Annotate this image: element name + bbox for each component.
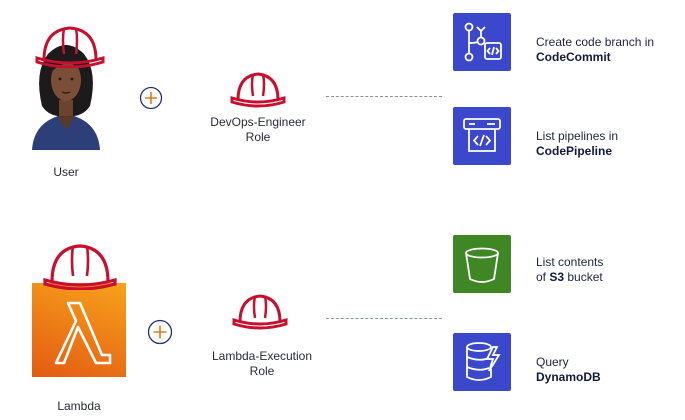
actor-label-user: User	[53, 165, 79, 179]
actor-label-lambda: Lambda	[57, 399, 101, 413]
plus-icon-user	[139, 86, 163, 115]
dashed-connector-row1	[326, 96, 442, 97]
role-label-devops: DevOps-Engineer Role	[200, 115, 316, 145]
codecommit-name: CodeCommit	[536, 50, 611, 64]
dynamodb-line1: Query	[536, 355, 569, 369]
dynamodb-name: DynamoDB	[536, 370, 601, 384]
dashed-connector-row2	[326, 318, 442, 319]
role-label-devops-line1: DevOps-Engineer	[210, 115, 306, 129]
lambda-tile	[32, 283, 126, 377]
user-hard-hat-icon	[34, 22, 106, 73]
devops-engineer-role-hat-icon	[230, 68, 286, 113]
s3-bucket-icon	[465, 247, 499, 283]
s3-line1: List contents	[536, 255, 604, 269]
codepipeline-tile	[453, 107, 511, 165]
s3-text: List contents of S3 bucket	[536, 255, 676, 285]
codecommit-icon	[464, 22, 502, 62]
lambda-icon	[54, 301, 112, 365]
codepipeline-line1: List pipelines in	[536, 129, 619, 143]
lambda-hard-hat-icon	[42, 240, 118, 295]
codecommit-line1: Create code branch in	[536, 35, 655, 49]
dynamodb-tile	[453, 333, 511, 391]
codepipeline-icon	[463, 118, 501, 152]
role-label-devops-line2: Role	[245, 130, 271, 144]
plus-icon-lambda	[147, 319, 173, 350]
codepipeline-text: List pipelines in CodePipeline	[536, 129, 676, 159]
dynamodb-text: Query DynamoDB	[536, 355, 676, 385]
s3-suffix: bucket	[564, 270, 603, 284]
s3-prefix: of	[536, 270, 550, 284]
role-label-lambda-line1: Lambda-Execution	[211, 349, 313, 363]
role-label-lambda-line2: Role	[249, 364, 275, 378]
lambda-execution-role-hat-icon	[232, 290, 288, 335]
s3-tile	[453, 235, 511, 293]
s3-name: S3	[549, 270, 565, 284]
codepipeline-name: CodePipeline	[536, 144, 613, 158]
dynamodb-icon	[466, 342, 501, 381]
codecommit-tile	[453, 13, 511, 71]
codecommit-text: Create code branch in CodeCommit	[536, 35, 676, 65]
role-label-lambda-execution: Lambda-Execution Role	[202, 349, 322, 379]
